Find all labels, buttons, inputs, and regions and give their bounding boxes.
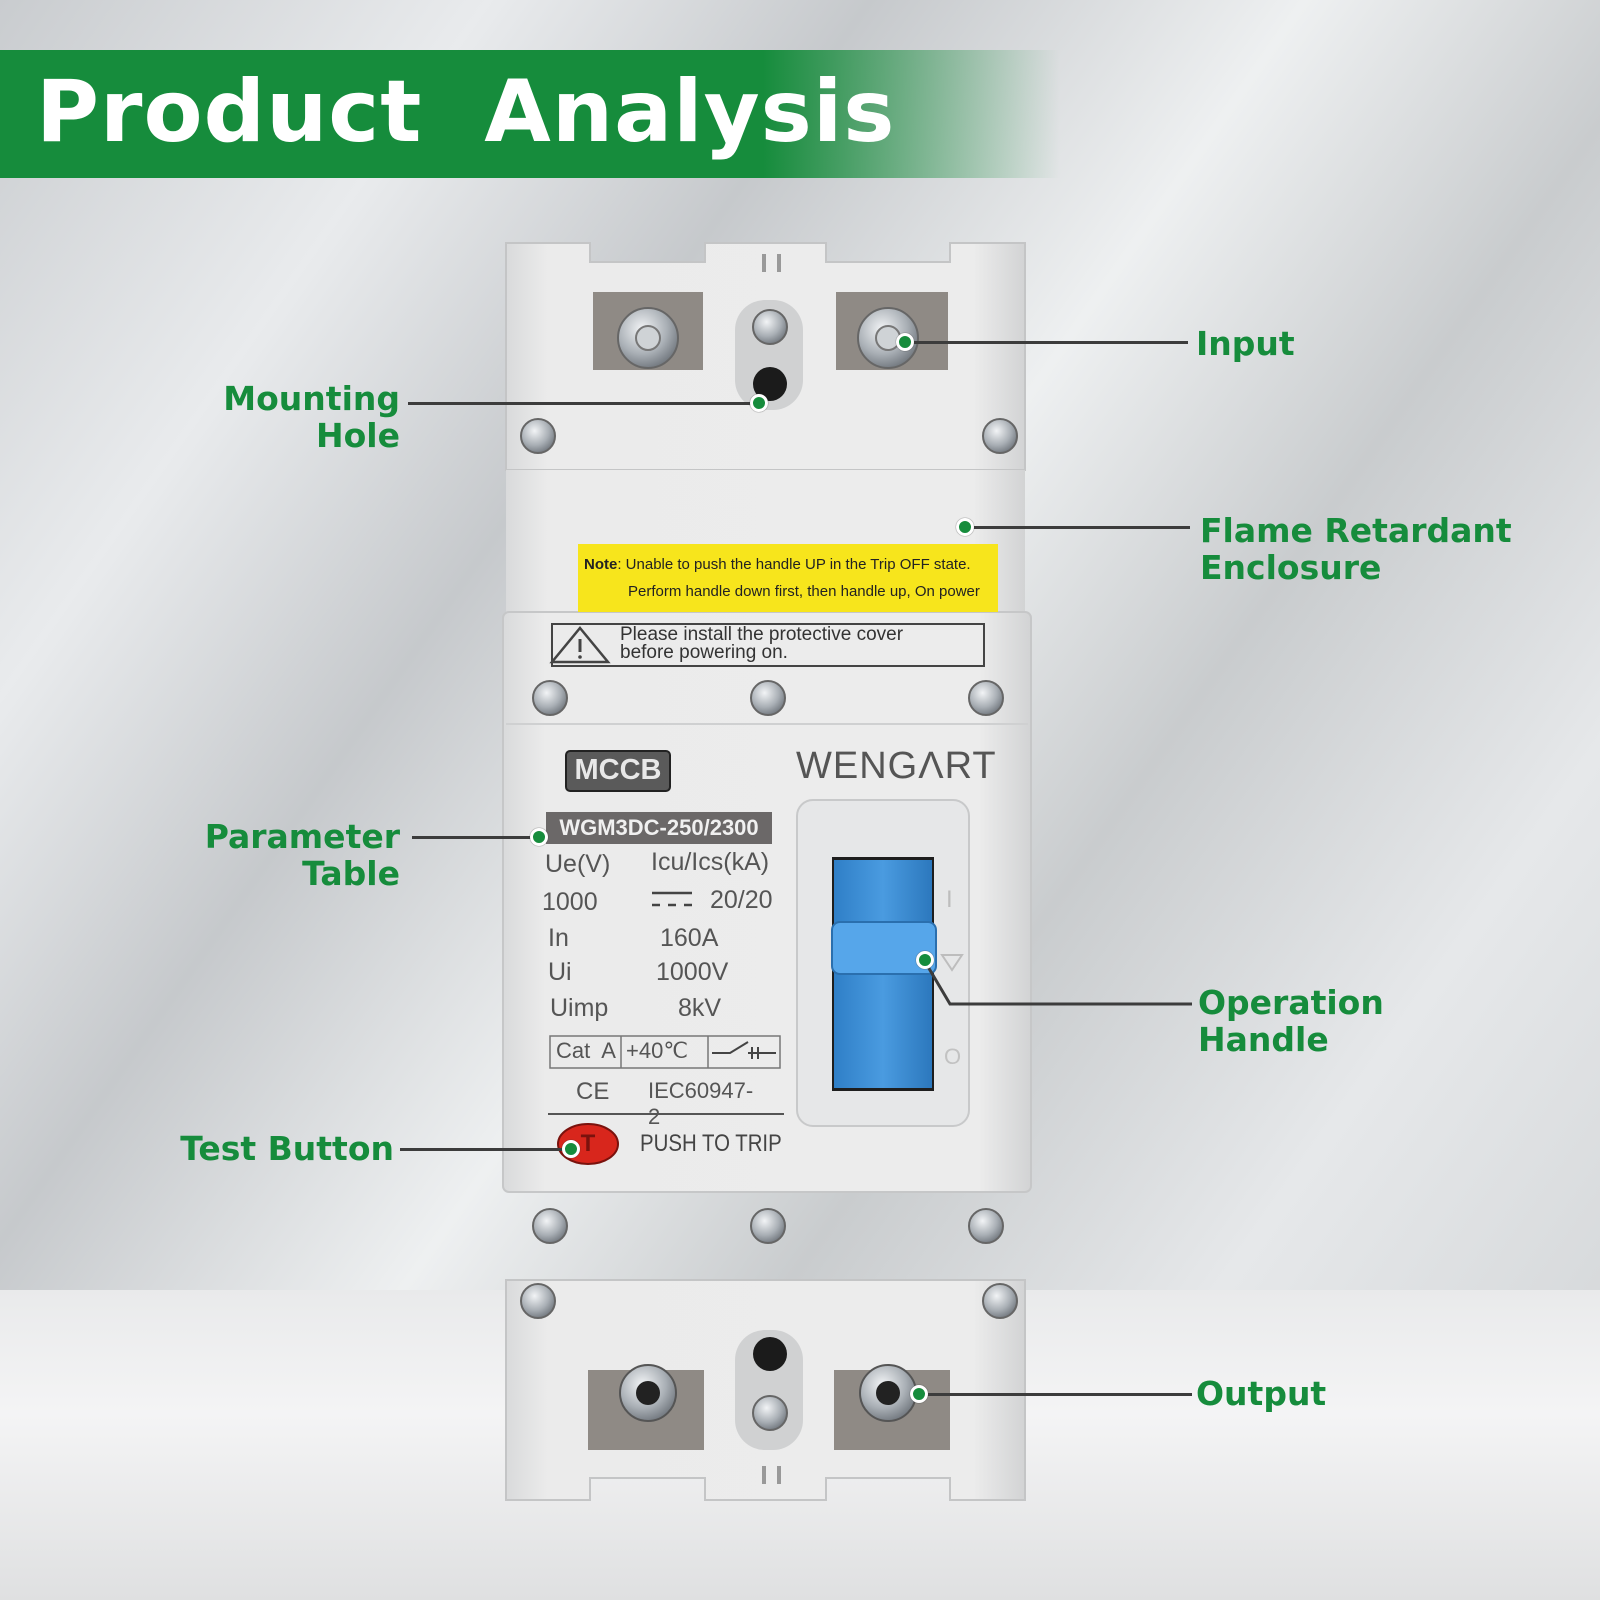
label-parameter-table-line2: Table <box>302 854 400 893</box>
ui-label: Ui <box>548 958 572 986</box>
dot-parameter-table <box>530 828 548 846</box>
leader-output <box>920 1393 1192 1396</box>
warning-triangle-icon <box>549 626 611 664</box>
dot-enclosure <box>956 518 974 536</box>
top-terminal-block <box>505 242 1026 471</box>
bottom-terminal-block <box>505 1279 1026 1501</box>
warning-text: Please install the protective cover befo… <box>620 624 904 663</box>
label-operation-handle: Operation Handle <box>1198 984 1384 1058</box>
label-test-button: Test Button <box>180 1129 394 1168</box>
label-operation-handle-line2: Handle <box>1198 1020 1329 1059</box>
label-operation-handle-line1: Operation <box>1198 983 1384 1022</box>
leader-mounting-hole <box>408 402 758 405</box>
temp-rating: +40℃ <box>626 1038 689 1063</box>
brand-name: WENGΛRT <box>796 745 997 787</box>
ce-mark: CE <box>576 1078 610 1105</box>
page-title: Product Analysis <box>36 62 896 162</box>
dot-output <box>910 1385 928 1403</box>
model-bar <box>546 812 772 844</box>
icu-value: 20/20 <box>710 886 773 914</box>
ue-label: Ue(V) <box>545 850 611 878</box>
in-label: In <box>548 924 569 952</box>
mccb-badge: MCCB <box>574 754 662 786</box>
label-enclosure-line2: Enclosure <box>1200 548 1382 587</box>
label-mounting-hole-line1: Mounting <box>223 379 400 418</box>
label-mounting-hole: Mounting Hole <box>180 380 400 454</box>
leader-test-button <box>400 1148 570 1151</box>
dot-mounting-hole <box>750 394 768 412</box>
cat-label: Cat A <box>556 1038 616 1063</box>
mccb-badge-box <box>565 750 671 792</box>
model-number: WGM3DC-250/2300 <box>559 815 759 840</box>
warning-line1: Please install the protective cover <box>620 624 904 645</box>
dot-test-button <box>562 1140 580 1158</box>
label-enclosure: Flame Retardant Enclosure <box>1200 512 1512 586</box>
warning-box <box>551 623 985 667</box>
ue-value: 1000 <box>542 888 598 916</box>
note-label: Note <box>584 556 618 573</box>
label-enclosure-line1: Flame Retardant <box>1200 511 1512 550</box>
note-line2: Perform handle down first, then handle u… <box>628 583 980 600</box>
ui-value: 1000V <box>656 958 729 986</box>
leader-input <box>904 341 1188 344</box>
leader-parameter-table <box>412 836 538 839</box>
leader-enclosure <box>964 526 1190 529</box>
dot-input <box>896 333 914 351</box>
label-parameter-table: Parameter Table <box>180 818 400 892</box>
label-input: Input <box>1196 324 1295 363</box>
push-to-trip-label: PUSH TO TRIP <box>640 1130 782 1157</box>
standard-code: IEC60947-2 <box>648 1078 754 1129</box>
label-parameter-table-line1: Parameter <box>204 817 400 856</box>
in-value: 160A <box>660 924 719 952</box>
label-output: Output <box>1196 1374 1327 1413</box>
note-text: Note: Unable to push the handle UP in th… <box>584 551 994 605</box>
cover-screws <box>532 680 1004 1244</box>
label-mounting-hole-line2: Hole <box>316 416 400 455</box>
uimp-label: Uimp <box>550 994 609 1022</box>
test-button-letter: T <box>580 1130 596 1157</box>
uimp-value: 8kV <box>678 994 722 1022</box>
title-banner <box>0 50 1060 178</box>
dot-operation-handle <box>916 951 934 969</box>
note-line1: : Unable to push the handle UP in the Tr… <box>617 556 971 573</box>
note-sticker <box>578 544 998 612</box>
handle-off-symbol: O <box>944 1044 962 1069</box>
icu-label: Icu/Ics(kA) <box>651 848 770 876</box>
handle-on-symbol: I <box>946 886 953 913</box>
warning-line2: before powering on. <box>620 642 788 663</box>
